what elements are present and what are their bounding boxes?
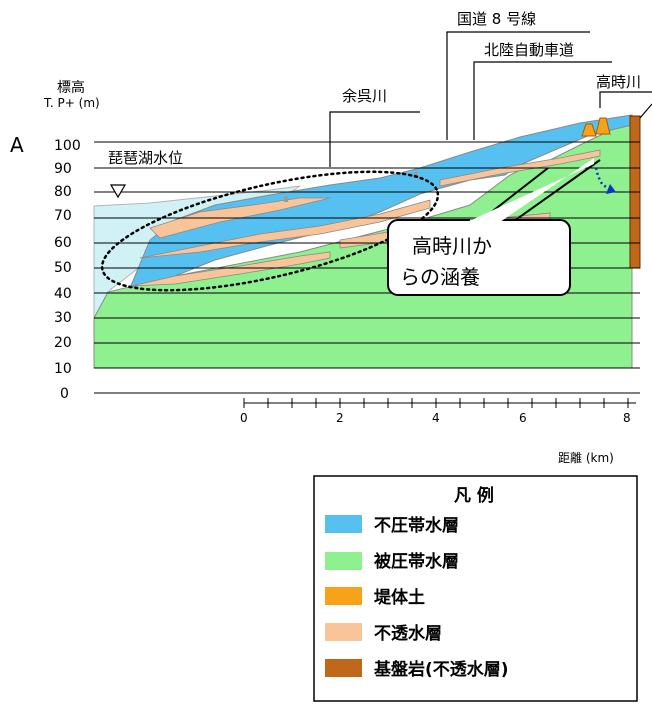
y-tick-label: 80: [54, 184, 72, 200]
x-axis-title: 距離 (km): [558, 451, 614, 465]
impermeable-lens: [131, 251, 331, 287]
y-tick-label: 50: [54, 260, 72, 276]
water-level-label: 琵琶湖水位: [108, 149, 183, 167]
callout-line2: らの涵養: [400, 265, 480, 289]
legend-swatch: [325, 659, 362, 677]
x-axis: 0 2 4 6 8 距離 (km): [240, 398, 636, 465]
recharge-callout: 高時川か らの涵養: [387, 158, 601, 296]
y-axis-unit: T. P+ (m): [43, 96, 100, 110]
y-tick-label: 100: [54, 138, 81, 154]
callout-line1: 高時川か: [412, 234, 492, 258]
well-marker: [414, 172, 418, 178]
y-tick-label: 20: [54, 335, 72, 351]
y-tick-label: 10: [54, 361, 72, 377]
legend: 凡 例 不圧帯水層 被圧帯水層 堤体土 不透水層 基盤岩(不透水層): [313, 475, 638, 702]
legend-label: 基盤岩(不透水層): [373, 659, 509, 680]
legend-label: 堤体土: [374, 587, 425, 608]
y-tick-label: 40: [54, 286, 72, 302]
legend-swatch: [325, 515, 362, 533]
y-tick-label: 0: [60, 386, 69, 402]
y-tick-label: 60: [54, 235, 72, 251]
leader-lines: [329, 31, 652, 167]
river-takatoki-label: 高時川: [596, 73, 641, 91]
x-tick-label: 8: [623, 411, 631, 425]
legend-swatch: [325, 587, 362, 605]
recharge-arrow: [594, 167, 616, 194]
y-tick-labels: 100 90 80 70 60 50 40 30 20 10 0: [54, 138, 81, 402]
route8-label: 国道 8 号線: [457, 10, 536, 28]
levee: [595, 117, 611, 135]
river-yogo-label: 余呉川: [342, 87, 387, 105]
section-label: A: [10, 133, 24, 157]
legend-label: 被圧帯水層: [374, 551, 459, 572]
legend-label: 不透水層: [374, 623, 442, 644]
y-axis-title: 標高: [57, 79, 85, 96]
recharge-zone-outline: [100, 170, 440, 292]
y-tick-label: 90: [54, 161, 72, 177]
levee: [581, 123, 597, 137]
legend-title: 凡 例: [454, 485, 494, 506]
x-tick-label: 2: [336, 411, 344, 425]
legend-swatch: [325, 552, 362, 570]
x-tick-label: 6: [519, 411, 527, 425]
y-tick-label: 30: [54, 310, 72, 326]
expressway-label: 北陸自動車道: [484, 41, 574, 59]
water-level-marker: [109, 184, 127, 199]
legend-swatch: [325, 623, 362, 641]
well-marker: [284, 196, 288, 202]
y-tick-label: 70: [54, 208, 72, 224]
legend-label: 不圧帯水層: [374, 515, 459, 536]
x-tick-label: 0: [240, 411, 248, 425]
x-tick-label: 4: [432, 411, 440, 425]
